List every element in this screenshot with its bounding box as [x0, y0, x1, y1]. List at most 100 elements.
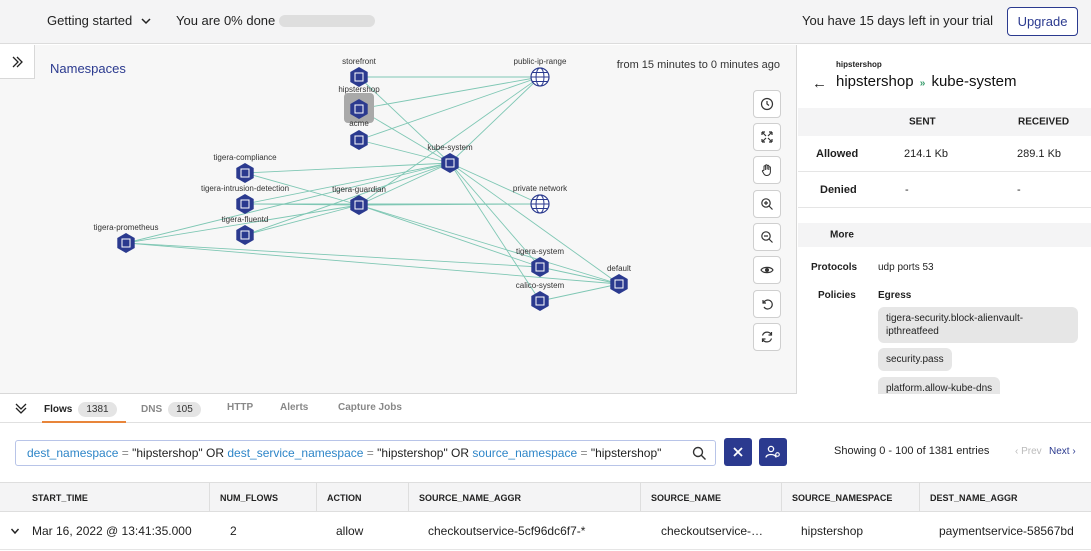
graph-node-label: hipstershop	[338, 85, 380, 94]
top-bar: Getting started You are 0% done You have…	[0, 0, 1091, 44]
tab-alerts[interactable]: Alerts	[280, 402, 308, 413]
graph-node-tigera-compliance[interactable]: tigera-compliance	[213, 153, 277, 183]
graph-edge[interactable]	[125, 162, 451, 244]
column-header[interactable]: ACTION	[317, 483, 409, 513]
user-settings-button[interactable]	[759, 438, 787, 466]
table-row[interactable]: Mar 16, 2022 @ 13:41:35.000 2 allow chec…	[0, 512, 1091, 550]
graph-edge[interactable]	[449, 162, 541, 205]
pan-button[interactable]	[753, 156, 781, 184]
query-operator: =	[580, 446, 588, 460]
more-label: More	[830, 229, 854, 241]
graph-edge[interactable]	[449, 162, 620, 285]
row-sent: 214.1 Kb	[904, 147, 949, 160]
clock-icon	[760, 97, 774, 111]
graph-node-label: calico-system	[516, 281, 565, 290]
column-header[interactable]: SOURCE_NAME_AGGR	[409, 483, 641, 513]
clear-query-button[interactable]	[724, 438, 752, 466]
column-header[interactable]: SOURCE_NAME	[641, 483, 782, 513]
graph-node-hipstershop[interactable]: hipstershop	[338, 85, 380, 123]
user-gear-icon	[765, 445, 780, 458]
upgrade-button[interactable]: Upgrade	[1007, 7, 1078, 36]
graph-edge[interactable]	[449, 162, 541, 302]
graph-node-tigera-system[interactable]: tigera-system	[516, 247, 564, 277]
policy-chip[interactable]: platform.allow-kube-dns	[878, 377, 1001, 394]
graph-node-tigera-fluentd[interactable]: tigera-fluentd	[222, 215, 269, 245]
time-button[interactable]	[753, 90, 781, 118]
cell-source-namespace: hipstershop	[801, 524, 864, 538]
graph-node-tigera-intrusion-detection[interactable]: tigera-intrusion-detection	[201, 184, 289, 214]
graph-edge[interactable]	[539, 283, 620, 302]
query-value: "hipstershop"	[377, 446, 448, 460]
column-header[interactable]: SOURCE_NAMESPACE	[782, 483, 920, 513]
query-input[interactable]: dest_namespace = "hipstershop" OR dest_s…	[15, 440, 716, 466]
policy-chip[interactable]: security.pass	[878, 348, 952, 371]
graph-edge[interactable]	[539, 266, 620, 285]
graph-node-default[interactable]: default	[607, 264, 632, 294]
policy-chip[interactable]: tigera-security.block-alienvault-ipthrea…	[878, 307, 1078, 343]
graph-edge[interactable]	[358, 76, 541, 110]
graph-edge[interactable]	[125, 242, 620, 285]
graph-edge[interactable]	[244, 204, 360, 236]
getting-started-dropdown[interactable]: Getting started	[47, 13, 152, 28]
chevron-down-icon[interactable]	[10, 526, 20, 536]
traffic-row-allowed: Allowed 214.1 Kb 289.1 Kb	[798, 136, 1091, 172]
graph-edge[interactable]	[358, 203, 541, 206]
graph-edge[interactable]	[244, 172, 360, 206]
tab-capture-jobs[interactable]: Capture Jobs	[338, 402, 402, 413]
graph-node-calico-system[interactable]: calico-system	[516, 281, 565, 311]
details-subtitle: hipstershop	[836, 60, 882, 69]
graph-edge[interactable]	[244, 162, 451, 174]
graph-node-label: tigera-compliance	[213, 153, 277, 162]
graph-node-public-ip-range[interactable]: public-ip-range	[514, 57, 567, 87]
refresh-button[interactable]	[753, 323, 781, 351]
prev-page-button[interactable]: ‹ Prev	[1015, 446, 1042, 457]
graph-node-tigera-guardian[interactable]: tigera-guardian	[332, 185, 386, 215]
graph-edge[interactable]	[244, 162, 451, 205]
cell-source-name-aggr: checkoutservice-5cf96dc6f7-*	[428, 524, 586, 538]
undo-button[interactable]	[753, 290, 781, 318]
tab-count: 1381	[78, 402, 117, 417]
graph-edge[interactable]	[449, 76, 541, 164]
column-header[interactable]: DEST_NAME_AGGR	[930, 493, 1018, 503]
tab-count: 105	[168, 402, 201, 417]
column-header[interactable]: START_TIME	[22, 483, 210, 513]
graph-edge[interactable]	[125, 242, 541, 268]
graph-edge[interactable]	[125, 204, 360, 244]
graph-edge[interactable]	[358, 76, 541, 206]
active-tab-indicator	[42, 421, 126, 423]
tab-flows[interactable]: Flows 1381	[44, 402, 117, 417]
search-icon[interactable]	[692, 446, 707, 461]
graph-node-tigera-prometheus[interactable]: tigera-prometheus	[94, 223, 159, 253]
next-page-button[interactable]: Next ›	[1049, 446, 1076, 457]
graph-edge[interactable]	[358, 162, 451, 206]
graph-edge[interactable]	[358, 76, 541, 141]
back-arrow-icon[interactable]: ←	[812, 75, 827, 92]
graph-node-private-network[interactable]: private network	[513, 184, 568, 214]
graph-edge[interactable]	[449, 162, 541, 268]
graph-edge[interactable]	[358, 204, 620, 285]
graph-edge[interactable]	[358, 204, 541, 268]
graph-node-kube-system[interactable]: kube-system	[427, 143, 473, 173]
collapse-panel-button[interactable]	[14, 402, 28, 421]
graph-edge[interactable]	[358, 139, 451, 164]
visibility-button[interactable]	[753, 256, 781, 284]
expand-sidebar-button[interactable]	[0, 45, 35, 79]
tab-http[interactable]: HTTP	[227, 402, 253, 413]
traffic-row-denied: Denied - -	[798, 172, 1091, 208]
graph-node-acme[interactable]: acme	[349, 119, 369, 150]
query-text: dest_namespace = "hipstershop" OR dest_s…	[27, 446, 661, 460]
tab-label: DNS	[141, 404, 163, 415]
graph-node-storefront[interactable]: storefront	[342, 57, 377, 87]
zoom-out-button[interactable]	[753, 223, 781, 251]
zoom-in-button[interactable]	[753, 190, 781, 218]
column-header[interactable]: NUM_FLOWS	[210, 483, 317, 513]
graph-edge[interactable]	[358, 76, 451, 164]
cell-start-time: Mar 16, 2022 @ 13:41:35.000	[32, 524, 192, 538]
tab-dns[interactable]: DNS 105	[141, 402, 201, 417]
fit-view-button[interactable]	[753, 123, 781, 151]
more-section-header: More	[798, 223, 1091, 247]
tab-label: Alerts	[280, 402, 309, 413]
graph-edge[interactable]	[244, 162, 451, 236]
graph-edge[interactable]	[358, 108, 451, 164]
